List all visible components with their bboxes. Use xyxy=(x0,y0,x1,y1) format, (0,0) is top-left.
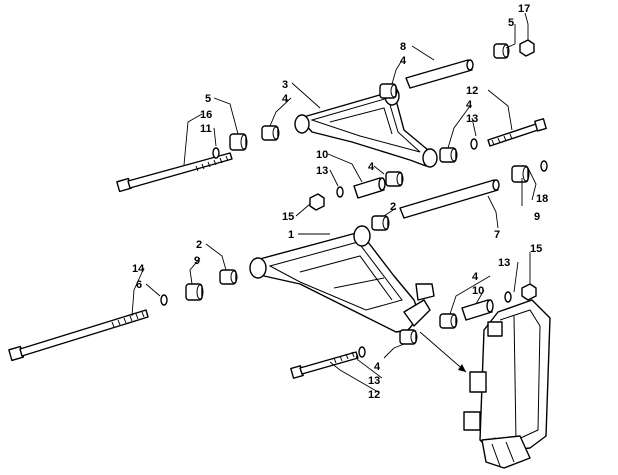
shaft-7 xyxy=(399,179,500,219)
callout-13: 13 xyxy=(498,257,510,269)
callout-3: 3 xyxy=(282,79,288,91)
callout-7: 7 xyxy=(494,229,500,241)
sleeve-10-upper xyxy=(353,177,386,199)
callout-5: 5 xyxy=(205,93,211,105)
callout-2: 2 xyxy=(196,239,202,251)
bushing-2-a xyxy=(371,215,390,231)
bolt-lower-left xyxy=(8,309,149,362)
spindle xyxy=(463,299,551,469)
callout-4: 4 xyxy=(374,361,381,373)
callout-18: 18 xyxy=(536,193,548,205)
bushing-5-a xyxy=(493,43,510,59)
callout-4: 4 xyxy=(282,93,289,105)
callout-14: 14 xyxy=(132,263,145,275)
leader-lines xyxy=(131,12,537,393)
bushing-5-b xyxy=(229,133,248,151)
bushing-4-f xyxy=(399,329,418,345)
sleeve-10-lower xyxy=(461,299,494,321)
callout-16: 16 xyxy=(200,109,212,121)
callout-12: 12 xyxy=(368,389,380,401)
bolt-lower-center xyxy=(290,351,359,379)
callout-labels: 17 5 8 4 3 4 5 16 11 12 4 13 10 13 4 15 … xyxy=(132,3,548,401)
bolt-upper-right xyxy=(487,118,547,147)
bushing-4-b xyxy=(261,125,280,141)
callout-10: 10 xyxy=(316,149,328,161)
callout-11: 11 xyxy=(200,123,212,135)
lower-a-arm xyxy=(249,225,435,333)
callout-15: 15 xyxy=(282,211,294,223)
bushing-4-c xyxy=(439,147,458,163)
shaft-8 xyxy=(405,59,474,89)
callout-13: 13 xyxy=(316,165,328,177)
callout-1: 1 xyxy=(288,229,294,241)
callout-13: 13 xyxy=(466,113,478,125)
bushing-4-d xyxy=(385,171,404,187)
callout-8: 8 xyxy=(400,41,406,53)
bushing-4-a xyxy=(379,83,398,99)
callout-15: 15 xyxy=(530,243,542,255)
callout-4: 4 xyxy=(368,161,375,173)
callout-6: 6 xyxy=(136,279,142,291)
callout-2: 2 xyxy=(390,201,396,213)
callout-17: 17 xyxy=(518,3,530,15)
bolt-upper-left xyxy=(116,152,233,193)
bushing-4-e xyxy=(439,313,458,329)
callout-5: 5 xyxy=(508,17,514,29)
callout-10: 10 xyxy=(472,285,484,297)
bushing-9-a xyxy=(511,165,530,183)
callout-9: 9 xyxy=(534,211,540,223)
callout-13: 13 xyxy=(368,375,380,387)
callout-4: 4 xyxy=(400,55,407,67)
callout-9: 9 xyxy=(194,255,200,267)
washers xyxy=(160,138,548,358)
callout-4: 4 xyxy=(466,99,473,111)
bushing-9-b xyxy=(185,283,204,301)
callout-12: 12 xyxy=(466,85,478,97)
callout-4: 4 xyxy=(472,271,479,283)
bushing-2-b xyxy=(219,269,238,285)
